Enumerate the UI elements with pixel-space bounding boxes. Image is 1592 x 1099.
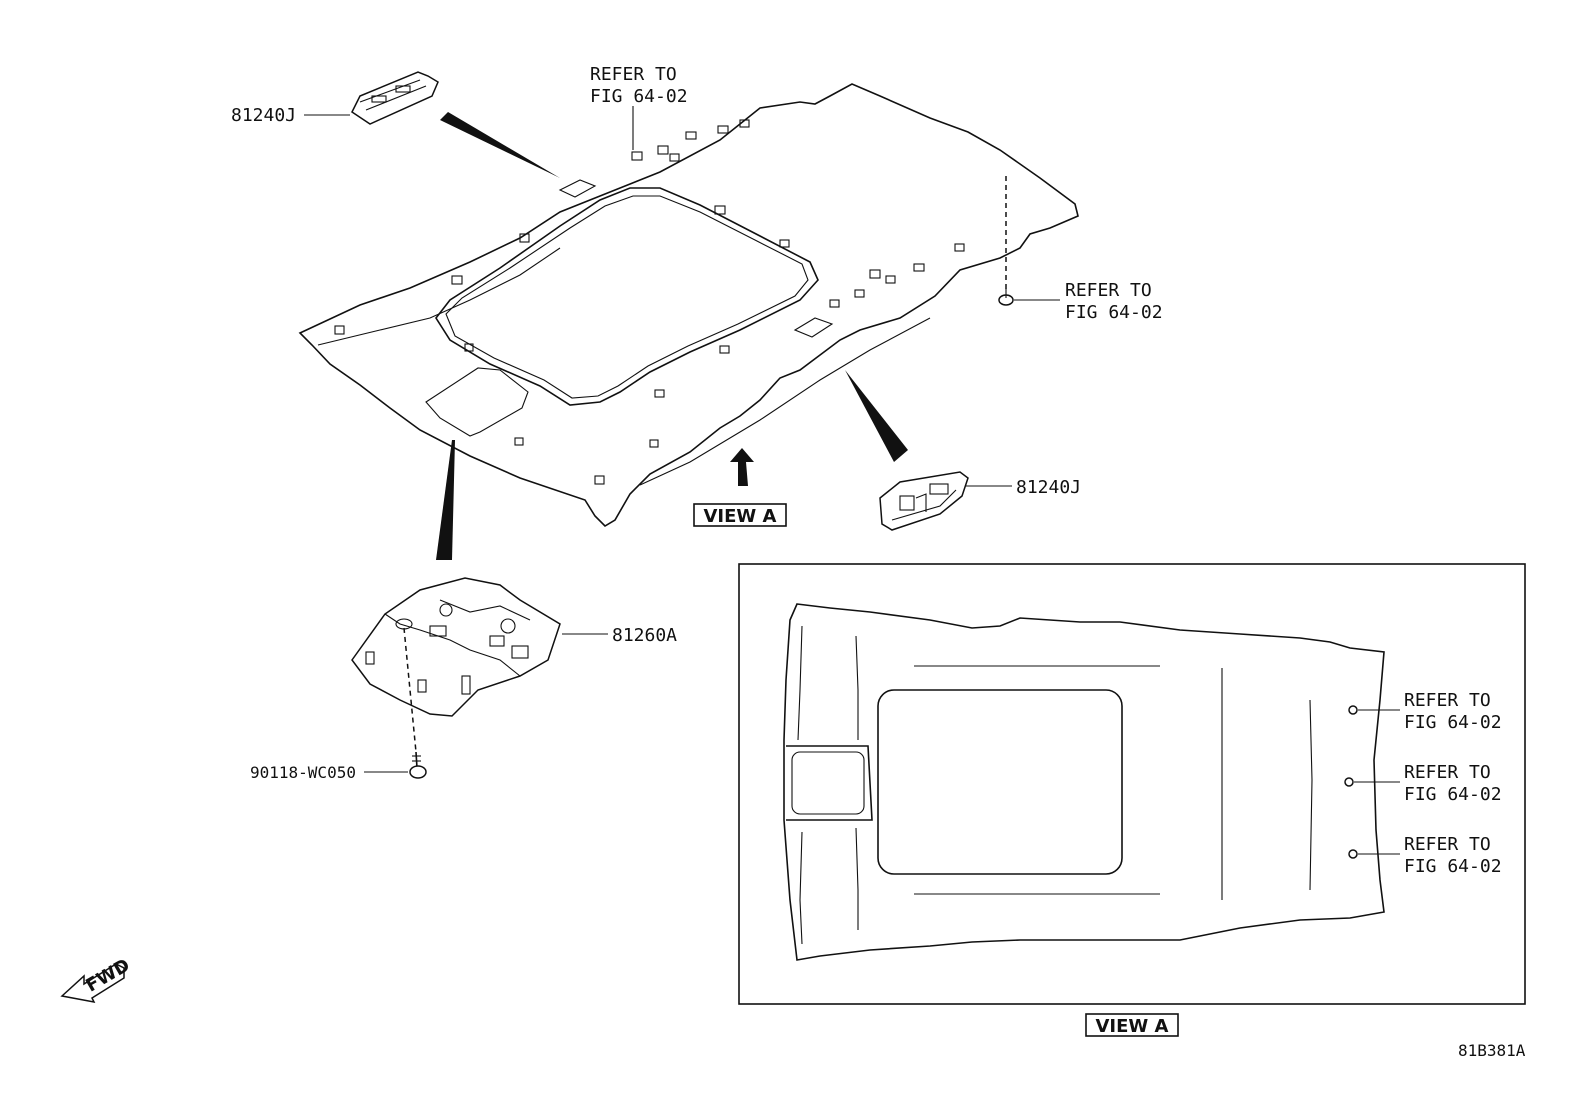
view-a-clip-icons <box>1344 705 1358 859</box>
pointer-wedge-right <box>845 370 908 462</box>
dashed-screw-line <box>403 627 417 753</box>
part-number-81260a: 81260A <box>612 625 677 646</box>
view-a-panel <box>738 563 1526 1005</box>
view-a-arrow-box <box>693 503 787 527</box>
refer-to-right-line1: REFER TO <box>1065 280 1152 301</box>
view-a-headliner <box>783 603 1385 961</box>
view-a-arrow-icon <box>730 448 754 486</box>
refer-to-top-line1: REFER TO <box>590 64 677 85</box>
view-a-ref-3-line1: REFER TO <box>1404 834 1491 855</box>
view-a-caption: VIEW A <box>1096 1016 1169 1037</box>
view-a-ref-1-line2: FIG 64-02 <box>1404 712 1502 733</box>
view-a-ref-2-line1: REFER TO <box>1404 762 1491 783</box>
refer-to-top-line2: FIG 64-02 <box>590 86 688 107</box>
clip-icon <box>998 288 1014 306</box>
pointer-wedge-bottom <box>436 440 455 560</box>
pointer-wedge-top <box>440 112 560 178</box>
figure-code: 81B381A <box>1458 1041 1526 1060</box>
view-a-sunroof <box>877 689 1123 875</box>
view-a-caption-box <box>1085 1013 1179 1037</box>
headliner-assembly <box>298 83 1079 528</box>
view-a-ref-2-line2: FIG 64-02 <box>1404 784 1502 805</box>
view-a-ref-3-line2: FIG 64-02 <box>1404 856 1502 877</box>
refer-to-right-line2: FIG 64-02 <box>1065 302 1163 323</box>
part-number-screw: 90118-WC050 <box>250 763 356 782</box>
map-lamp-top <box>351 71 439 125</box>
fwd-arrow-icon: FWD <box>60 955 134 1004</box>
screw-icon <box>409 751 427 779</box>
view-a-arrow-label: VIEW A <box>704 506 777 527</box>
part-number-81240j-top: 81240J <box>231 105 296 126</box>
view-a-ref-1-line1: REFER TO <box>1404 690 1491 711</box>
map-lamp-right <box>879 471 969 531</box>
part-number-81240j-right: 81240J <box>1016 477 1081 498</box>
fwd-label: FWD <box>82 955 133 997</box>
console-box <box>351 577 561 717</box>
